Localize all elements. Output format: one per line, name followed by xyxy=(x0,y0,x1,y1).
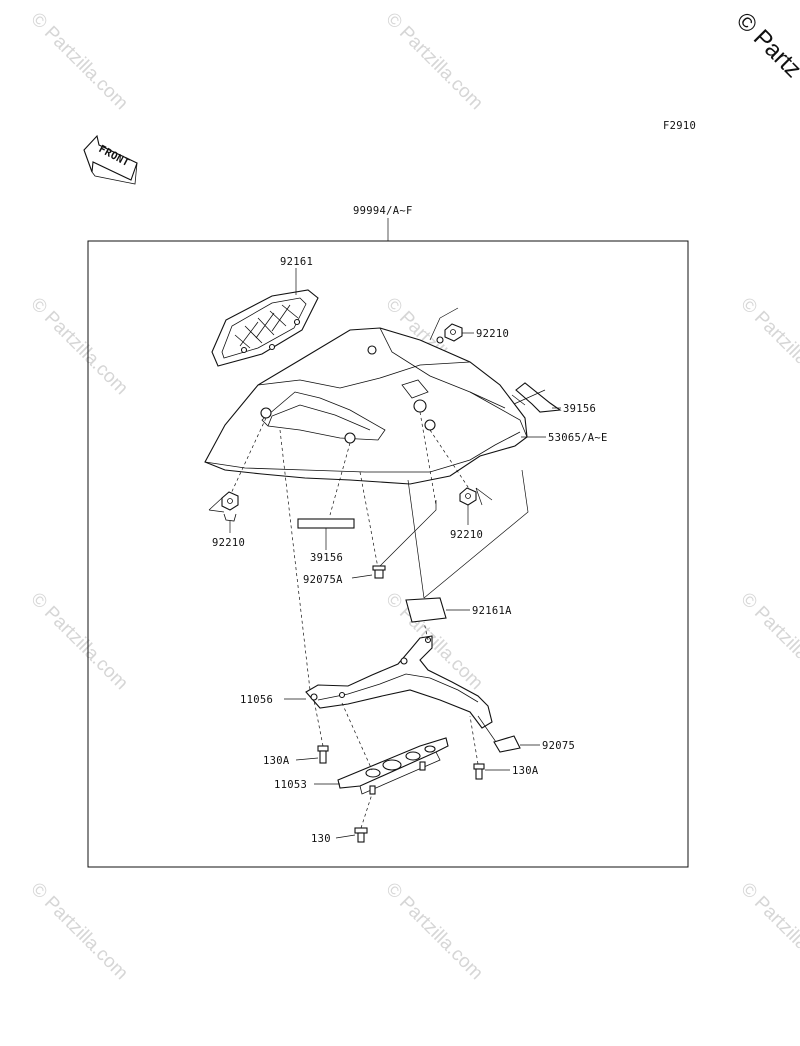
label-92161A: 92161A xyxy=(472,605,512,617)
watermark: © Partzilla.com xyxy=(736,879,800,984)
part-39156-strip-lower xyxy=(297,518,355,529)
label-92075A: 92075A xyxy=(303,574,343,586)
leader-92161A-guide xyxy=(407,469,529,599)
part-92161A-pad xyxy=(405,597,447,623)
label-11053: 11053 xyxy=(274,779,307,791)
label-130A-right: 130A xyxy=(512,765,539,777)
leader-39156-right xyxy=(511,389,546,406)
label-53065: 53065/A~E xyxy=(548,432,608,444)
watermark: © Partzilla.com xyxy=(736,294,800,399)
label-39156-right: 39156 xyxy=(563,403,596,415)
part-92075-pad xyxy=(493,735,521,753)
leader-92075A-guide xyxy=(379,500,437,567)
figure-code: F2910 xyxy=(663,120,696,132)
label-92210-top: 92210 xyxy=(476,328,509,340)
part-11053-plate xyxy=(337,737,449,795)
label-130A-left: 130A xyxy=(263,755,290,767)
leader-92210-left xyxy=(208,497,225,513)
label-130: 130 xyxy=(311,833,331,845)
part-92210-nut-right xyxy=(459,487,477,506)
leader-130A-left xyxy=(295,757,319,761)
watermark-group: © Partzilla.com © Partzilla.com © Partzi… xyxy=(26,7,800,984)
corner-watermark: © Partz xyxy=(731,7,800,83)
part-92075A-screw xyxy=(372,565,386,579)
assembly-label: 99994/A~F xyxy=(353,205,413,217)
part-53065-seat-cowl xyxy=(204,327,528,485)
part-92161-pad xyxy=(211,289,319,367)
leader-92210-right xyxy=(475,487,493,506)
part-92210-nut-top xyxy=(444,323,463,342)
label-92075: 92075 xyxy=(542,740,575,752)
part-130A-bolt-left xyxy=(317,745,329,764)
leader-92210-top xyxy=(429,307,459,341)
watermark: © Partzilla.com xyxy=(381,879,486,984)
leader-92075-guide xyxy=(477,715,497,743)
guide-130A-left xyxy=(313,699,324,747)
part-130-bolt xyxy=(354,827,368,843)
watermark: © Partzilla.com xyxy=(381,9,486,114)
guide-11053 xyxy=(341,702,373,771)
guide-130 xyxy=(360,793,373,829)
label-11056: 11056 xyxy=(240,694,273,706)
part-11056-bracket xyxy=(305,635,493,729)
leader-92075A xyxy=(351,574,373,579)
part-130A-bolt-right xyxy=(473,763,485,780)
watermark: © Partzilla.com xyxy=(26,294,131,399)
label-92161-top: 92161 xyxy=(280,256,313,268)
watermark: © Partzilla.com xyxy=(26,9,131,114)
assembly-frame xyxy=(87,240,689,868)
part-92210-nut-left xyxy=(221,491,239,522)
assembly-guides xyxy=(227,411,471,691)
watermark: © Partzilla.com xyxy=(736,589,800,694)
watermark: © Partzilla.com xyxy=(26,879,131,984)
leader-130 xyxy=(335,834,356,839)
front-arrow-icon: FRONT xyxy=(83,134,138,185)
guide-130A-right xyxy=(469,715,479,765)
label-39156-lower: 39156 xyxy=(310,552,343,564)
label-92210-left: 92210 xyxy=(212,537,245,549)
part-39156-strip-right xyxy=(515,382,562,413)
watermark: © Partzilla.com xyxy=(26,589,131,694)
label-92210-right: 92210 xyxy=(450,529,483,541)
